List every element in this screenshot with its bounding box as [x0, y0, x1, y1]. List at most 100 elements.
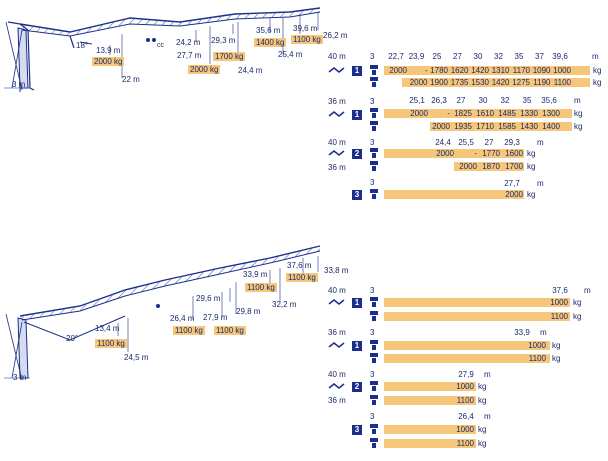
load-unit: kg	[478, 382, 487, 391]
load-value: 1310	[491, 66, 510, 75]
distance: 27,7	[504, 179, 520, 188]
load-value: 1935	[454, 122, 472, 131]
falls-label: 3	[370, 97, 375, 106]
distance: 27	[484, 138, 494, 147]
load-unit: kg	[573, 298, 582, 307]
distance: 33,9	[514, 328, 530, 337]
load-value: 1710	[476, 122, 494, 131]
top-label-t2: 2000 kg	[92, 57, 125, 66]
bottom-label-b10: 33,9 m	[243, 270, 268, 279]
hook-block-icon	[369, 424, 379, 437]
base-width-bottom: 3 m	[13, 373, 27, 382]
falls-label: 3	[370, 286, 375, 295]
top-label-t15: 26,2 m	[323, 31, 348, 40]
dist-unit: m	[584, 286, 591, 295]
base-width-top: 3 m	[12, 80, 26, 89]
hook-block-icon	[369, 353, 379, 366]
mode-badge: 1	[352, 110, 362, 120]
load-unit: kg	[478, 439, 487, 448]
boom-angle-top: 18°	[76, 41, 89, 50]
load-bar	[384, 190, 524, 199]
load-unit: kg	[573, 312, 582, 321]
load-unit: kg	[478, 396, 487, 405]
load-value: -	[474, 149, 477, 158]
load-value: 1000	[528, 341, 546, 350]
bottom-crane-drawing	[4, 245, 321, 381]
load-unit: kg	[552, 354, 561, 363]
distance: 35	[522, 96, 532, 105]
bottom-label-b5: 1100 kg	[173, 326, 205, 335]
load-value: 1100	[550, 312, 568, 321]
load-value: 1870	[482, 162, 500, 171]
jib-length: 40 m	[328, 286, 346, 295]
distance: 27	[453, 52, 462, 61]
top-label-t5: 27,7 m	[177, 51, 202, 60]
top-label-t6: 29,3 m	[211, 36, 236, 45]
load-value: 1610	[476, 109, 494, 118]
top-label-t11: 1400 kg	[254, 38, 287, 47]
jib-length: 36 m	[328, 328, 346, 337]
mode-badge: 1	[352, 298, 362, 308]
load-bar	[384, 382, 476, 391]
top-label-t12: 39,6 m	[293, 24, 318, 33]
jib-length-b: 36 m	[328, 163, 346, 172]
distance: 25,1	[409, 96, 425, 105]
hook-block-icon	[369, 297, 379, 310]
jib-config-icon	[328, 341, 346, 351]
bottom-label-b14: 32,2 m	[272, 300, 297, 309]
load-value: 1825	[454, 109, 472, 118]
jib-length-a: 40 m	[328, 370, 346, 379]
load-bar	[430, 122, 572, 131]
bottom-label-b6: 27,9 m	[203, 313, 228, 322]
distance: 30	[478, 96, 488, 105]
load-value: 1000	[456, 425, 474, 434]
distance: 27	[456, 96, 466, 105]
load-bar	[384, 298, 570, 307]
hook-block-icon	[369, 311, 379, 324]
falls-label: 3	[370, 412, 375, 421]
falls-label: 3	[370, 370, 375, 379]
mode-badge: 2	[352, 149, 362, 159]
mode-badge: 1	[352, 66, 362, 76]
falls-label: 3	[370, 178, 375, 187]
hook-block-icon	[369, 121, 379, 134]
mode-badge: 2	[352, 382, 362, 392]
dist-unit: m	[537, 138, 544, 147]
bottom-label-b12: 37,6 m	[287, 261, 312, 270]
load-value: 1585	[498, 122, 516, 131]
mode-badge: 1	[352, 341, 362, 351]
load-bar	[384, 354, 550, 363]
distance: 23,9	[408, 52, 425, 61]
load-value: 1420	[491, 78, 510, 87]
falls-label: 3	[370, 138, 375, 147]
distance: 30	[473, 52, 483, 61]
load-unit: kg	[593, 66, 602, 75]
jib-config-icon	[328, 66, 346, 76]
bottom-label-b7: 1100 kg	[214, 326, 246, 335]
distance: 25,5	[458, 138, 474, 147]
load-bar	[454, 162, 524, 171]
distance: 26,3	[431, 96, 447, 105]
distance: 29,3	[504, 138, 520, 147]
hook-block-icon	[369, 189, 379, 202]
dist-unit: m	[574, 96, 581, 105]
bottom-label-b8: 29,6 m	[196, 294, 221, 303]
load-value: 1100	[528, 354, 546, 363]
load-value: 1100	[456, 396, 474, 405]
load-value: 1170	[512, 66, 530, 75]
load-unit: kg	[574, 122, 583, 131]
top-label-t9: 24,4 m	[238, 66, 263, 75]
distance: 32	[494, 52, 503, 61]
load-bar	[384, 425, 476, 434]
load-value: 1000	[550, 298, 568, 307]
bottom-label-b3: 24,5 m	[124, 353, 149, 362]
top-label-t13: 1100 kg	[291, 35, 323, 44]
distance: 26,4	[458, 412, 474, 421]
mode-badge: 3	[352, 190, 362, 200]
load-value: 1300	[542, 109, 560, 118]
load-bar	[384, 109, 572, 118]
dist-unit: m	[592, 52, 599, 61]
falls-label: 3	[370, 52, 375, 61]
load-value: 2000	[410, 109, 428, 118]
